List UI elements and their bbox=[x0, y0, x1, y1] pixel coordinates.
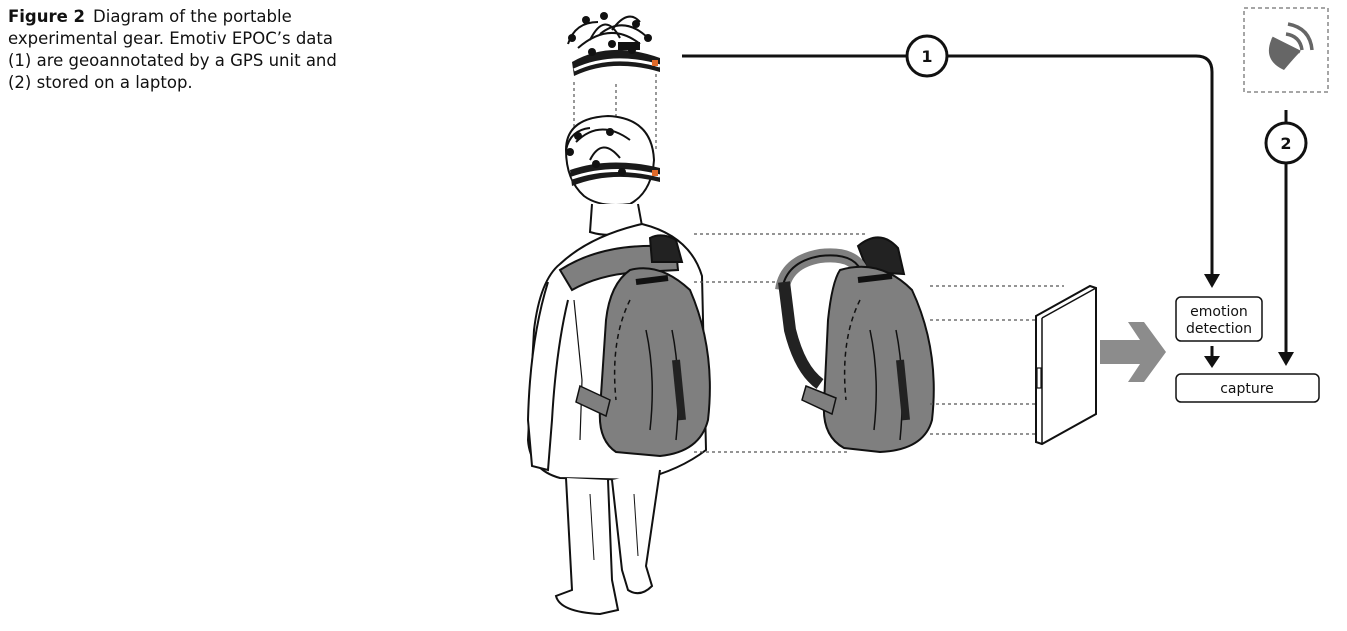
figure-caption-text: Diagram of the portable experimental gea… bbox=[8, 7, 337, 92]
step-1-number: 1 bbox=[921, 47, 932, 66]
backpack-icon bbox=[775, 236, 935, 454]
step-2-number: 2 bbox=[1280, 134, 1291, 153]
arrowhead-1 bbox=[1204, 274, 1220, 288]
arrowhead-2 bbox=[1278, 352, 1294, 366]
step-1-circle bbox=[905, 34, 949, 78]
emotion-detection-line1: emotion bbox=[1190, 304, 1248, 320]
eeg-headset-icon bbox=[567, 12, 661, 76]
emotion-detection-line2: detection bbox=[1186, 321, 1252, 337]
arrow-right-icon bbox=[1100, 322, 1166, 382]
gps-satellite-icon bbox=[1268, 22, 1314, 70]
eeg-headset-on-head-icon bbox=[565, 127, 661, 186]
figure-label: Figure 2 bbox=[8, 7, 86, 26]
capture-label: capture bbox=[1220, 381, 1274, 397]
laptop-icon bbox=[1035, 284, 1097, 446]
backpack-worn-icon bbox=[558, 234, 711, 458]
emotion-to-capture-arrowhead bbox=[1204, 356, 1220, 368]
step-2-circle bbox=[1264, 121, 1308, 165]
emotion-detection-box bbox=[1175, 296, 1263, 342]
connector-line-1 bbox=[682, 54, 1214, 274]
capture-box bbox=[1175, 373, 1320, 403]
gps-unit-box bbox=[1243, 7, 1329, 93]
